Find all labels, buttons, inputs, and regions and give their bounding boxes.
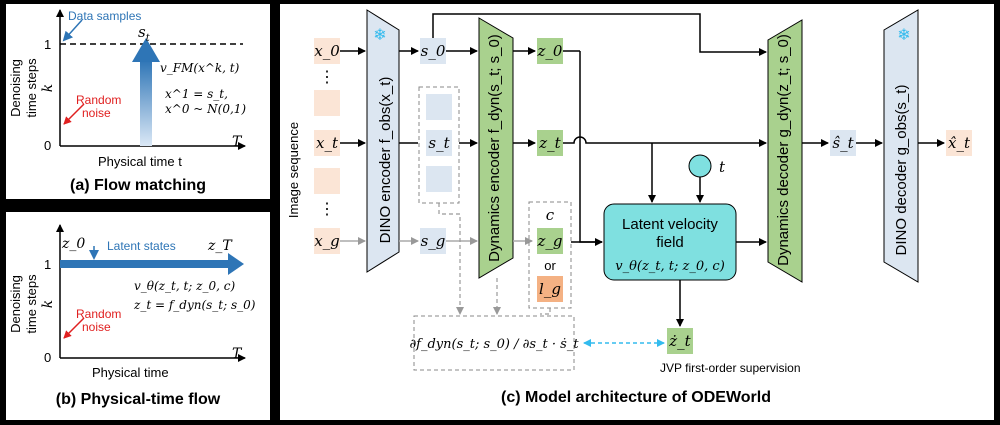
xt-box — [314, 130, 340, 156]
tick-1: 1 — [44, 37, 51, 52]
shat-label: ŝ_t — [832, 134, 854, 152]
s0-box — [420, 38, 446, 64]
y-label-line2: time steps — [24, 58, 39, 118]
eq-vfm: v_FM(x^k, t) — [160, 61, 240, 75]
field-label-1: Latent velocity — [622, 216, 718, 233]
x0-label: x_0 — [314, 42, 340, 60]
st-label: s_t — [428, 134, 450, 152]
x0-box — [314, 38, 340, 64]
latent-states-label: Latent states — [107, 239, 176, 253]
sg-box — [420, 228, 446, 254]
y-label-line1: Denoising — [8, 59, 23, 117]
xt-label: x_t — [316, 134, 339, 152]
panel-b-plot — [56, 224, 246, 362]
image-sequence-label: Image sequence — [286, 122, 301, 218]
caption-b: (b) Physical-time flow — [56, 391, 221, 408]
axis-T: T — [232, 134, 243, 150]
latent-flow-head — [228, 253, 244, 275]
zt-box — [537, 130, 563, 156]
panel-a-plot — [56, 9, 246, 150]
dino-encoder-label: DINO encoder f_obs(x_t) — [377, 77, 394, 244]
b-noise-label: noise — [82, 320, 111, 334]
zt-label: z_t — [538, 134, 561, 152]
s-frame-2 — [426, 166, 452, 192]
sg-label: s_g — [421, 232, 446, 250]
eq-zt: z_t = f_dyn(s_t; s_0) — [133, 298, 256, 312]
dyn-decoder-label: Dynamics decoder g_dyn(z_t; s_0) — [775, 34, 792, 266]
b-y-label-line1: Denoising — [8, 275, 23, 333]
tick-0: 0 — [44, 138, 51, 153]
b-y-axis-k: k — [40, 300, 56, 308]
caption-a: (a) Flow matching — [70, 177, 206, 194]
eq-vtheta: v_θ(z_t, t; z_0, c) — [134, 279, 235, 293]
or-label: or — [544, 258, 556, 273]
x-label: Physical time t — [98, 154, 182, 169]
frame-box-2 — [314, 168, 340, 194]
dots-top: ⋮ — [319, 69, 335, 86]
y-axis-k: k — [40, 84, 56, 92]
jvp-expression: ∂f_dyn(s_t; s_0) / ∂s_t · ṡ_t — [409, 337, 579, 352]
caption-c: (c) Model architecture of ODEWorld — [501, 389, 771, 406]
zdot-label: ż_t — [668, 332, 691, 350]
flow-arrow-shaft — [140, 60, 152, 146]
lg-label: l_g — [539, 280, 561, 298]
data-samples-label: Data samples — [68, 9, 141, 23]
freeze-icon: ❄ — [373, 27, 386, 44]
dynamics-decoder — [767, 19, 803, 283]
z0-label: z_0 — [537, 42, 563, 60]
dynamics-encoder — [478, 17, 514, 279]
random-label: Random — [76, 93, 121, 107]
b-tick-0: 0 — [44, 350, 51, 365]
xg-label: x_g — [314, 232, 340, 250]
xg-box — [314, 228, 340, 254]
dots-bottom: ⋮ — [319, 201, 335, 218]
b-tick-1: 1 — [44, 257, 51, 272]
b-axis-T: T — [232, 346, 243, 362]
xhat-box — [946, 130, 972, 156]
z0-box — [537, 38, 563, 64]
freeze-icon-2: ❄ — [897, 27, 910, 44]
zg-box — [537, 228, 563, 254]
dino-encoder — [366, 9, 400, 273]
field-label-3: v_θ(z_t, t; z_0, c) — [615, 259, 725, 274]
time-label: t — [719, 158, 726, 176]
b-random-label: Random — [76, 307, 121, 321]
s-frame-1 — [426, 94, 452, 120]
st-label: st — [138, 23, 151, 44]
shat-box — [830, 130, 856, 156]
z0-label: z_0 — [61, 236, 85, 252]
st-box — [426, 130, 452, 156]
eq-x1: x^1 = s_t, — [165, 87, 228, 101]
panel-a — [6, 4, 270, 199]
jvp-label: JVP first-order supervision — [660, 361, 801, 375]
zT-label: z_T — [207, 238, 233, 254]
c-label: c — [546, 206, 555, 224]
s0-label: s_0 — [421, 42, 446, 60]
time-node — [688, 154, 712, 178]
eq-x0: x^0 ~ N(0,1) — [165, 102, 246, 116]
frame-box-1 — [314, 90, 340, 116]
b-y-label-line2: time steps — [24, 274, 39, 334]
zg-label: z_g — [536, 232, 562, 250]
dyn-encoder-label: Dynamics encoder f_dyn(s_t; s_0) — [486, 34, 503, 262]
lg-box — [537, 276, 563, 302]
zdot-box — [667, 328, 693, 354]
panel-b — [6, 212, 270, 420]
flow-arrow-head — [132, 38, 160, 62]
dino-decoder-label: DINO decoder g_obs(s_t) — [893, 85, 910, 256]
xhat-label: x̂_t — [948, 134, 971, 152]
noise-label: noise — [82, 106, 111, 120]
dino-decoder — [883, 9, 919, 283]
jvp-box — [413, 315, 575, 371]
b-x-label: Physical time — [92, 365, 169, 380]
latent-flow-bar — [60, 260, 232, 268]
field-label-2: field — [656, 234, 684, 251]
